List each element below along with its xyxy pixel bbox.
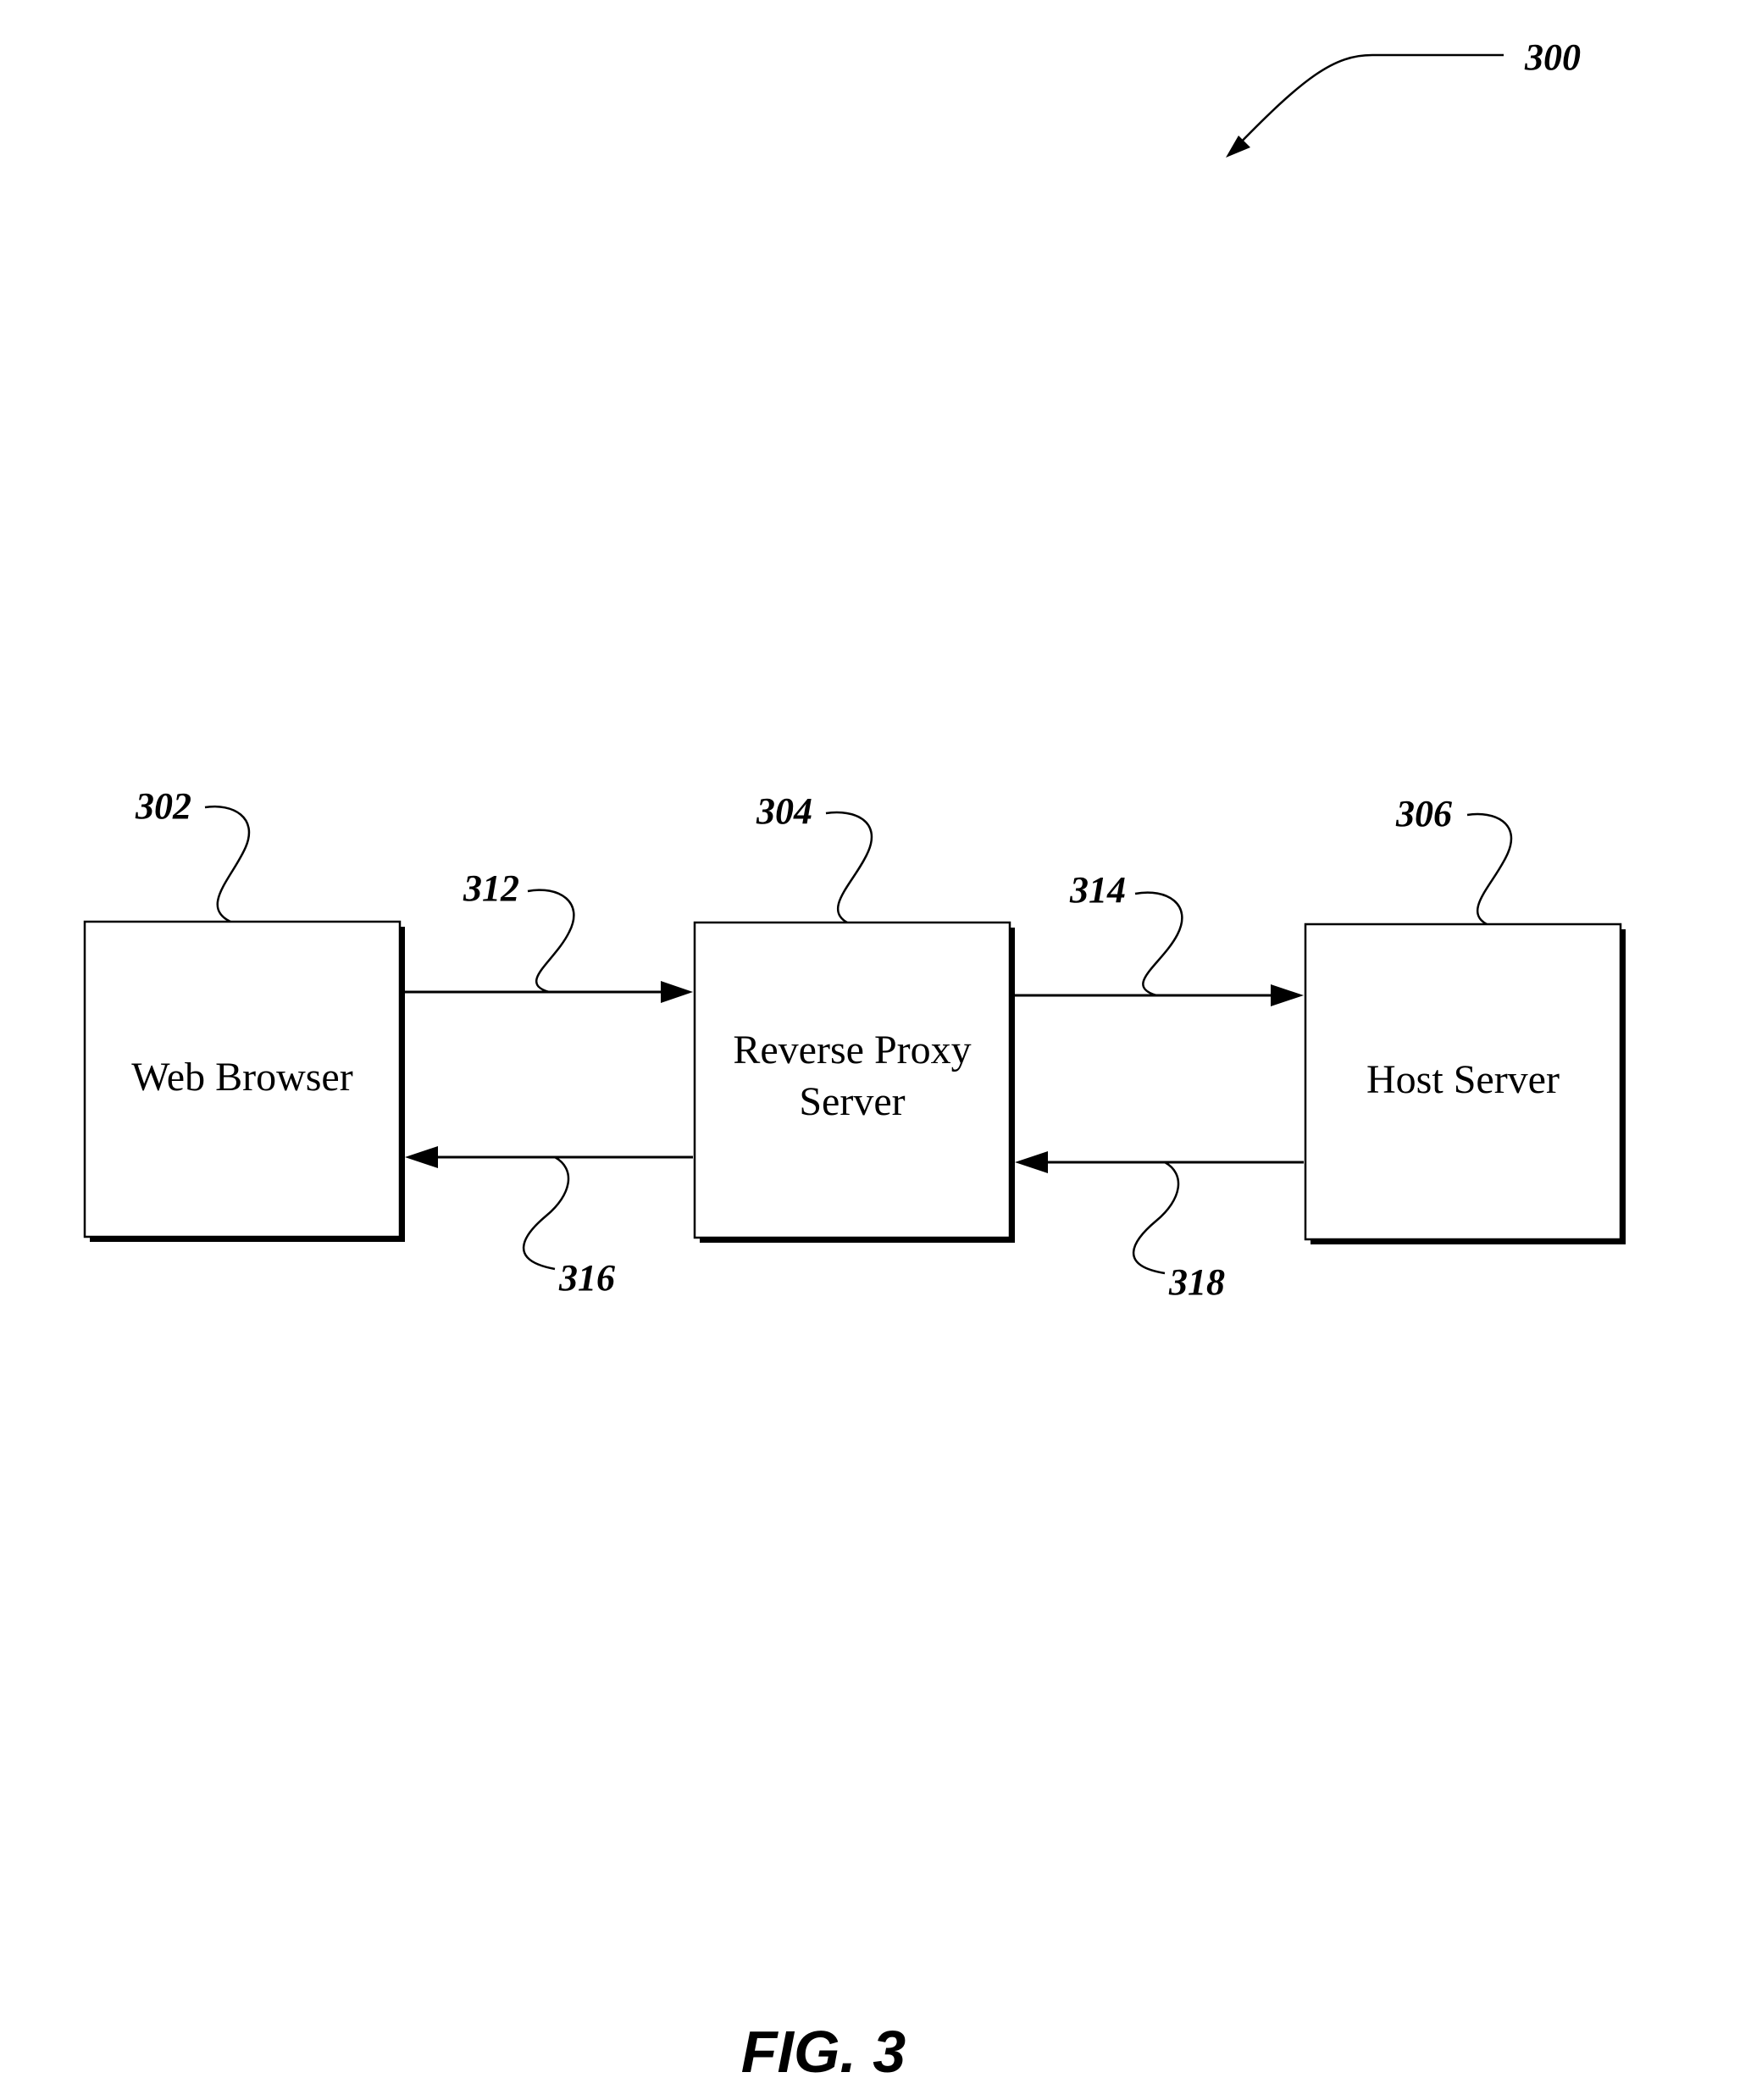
reverse-proxy-ref: 304	[756, 790, 812, 832]
reverse-proxy-label-line1: Reverse Proxy	[733, 1028, 971, 1072]
host-server-ref-group: 306	[1395, 793, 1511, 924]
arrow-316-leader	[524, 1157, 568, 1269]
host-server-box: Host Server	[1305, 924, 1626, 1244]
web-browser-ref: 302	[135, 785, 191, 827]
arrow-316-ref-group: 316	[524, 1157, 615, 1299]
web-browser-label: Web Browser	[131, 1055, 352, 1100]
figure-ref-arrowhead	[1226, 136, 1250, 158]
host-server-leader	[1467, 814, 1511, 924]
figure-caption: FIG. 3	[741, 2019, 906, 2085]
arrow-316-head	[405, 1146, 438, 1168]
arrow-312-leader	[528, 890, 574, 992]
arrow-316-ref: 316	[558, 1257, 615, 1299]
host-server-label: Host Server	[1366, 1057, 1560, 1102]
reverse-proxy-ref-group: 304	[756, 790, 872, 923]
arrow-proxy-to-host	[1015, 984, 1304, 1006]
web-browser-leader	[205, 806, 249, 922]
figure-ref-leader	[1233, 55, 1504, 151]
arrow-318-head	[1015, 1151, 1048, 1173]
arrow-314-ref: 314	[1069, 869, 1126, 911]
web-browser-box: Web Browser	[85, 922, 405, 1242]
arrow-318-leader	[1133, 1162, 1178, 1273]
arrow-314-leader	[1135, 893, 1182, 995]
web-browser-ref-group: 302	[135, 785, 249, 922]
arrow-proxy-to-browser	[405, 1146, 693, 1168]
arrow-318-ref-group: 318	[1133, 1162, 1225, 1303]
figure-ref-number: 300	[1524, 36, 1581, 78]
figure-ref-group: 300	[1226, 36, 1581, 158]
reverse-proxy-label-line2: Server	[799, 1079, 905, 1124]
arrow-312-ref-group: 312	[463, 867, 574, 992]
arrow-312-ref: 312	[463, 867, 519, 909]
arrow-314-ref-group: 314	[1069, 869, 1182, 995]
arrow-312-head	[661, 981, 693, 1003]
reverse-proxy-box: Reverse Proxy Server	[695, 923, 1015, 1243]
arrow-318-ref: 318	[1168, 1261, 1225, 1303]
reverse-proxy-leader	[826, 812, 872, 923]
arrow-314-head	[1271, 984, 1304, 1006]
arrow-host-to-proxy	[1015, 1151, 1304, 1173]
host-server-ref: 306	[1395, 793, 1452, 834]
